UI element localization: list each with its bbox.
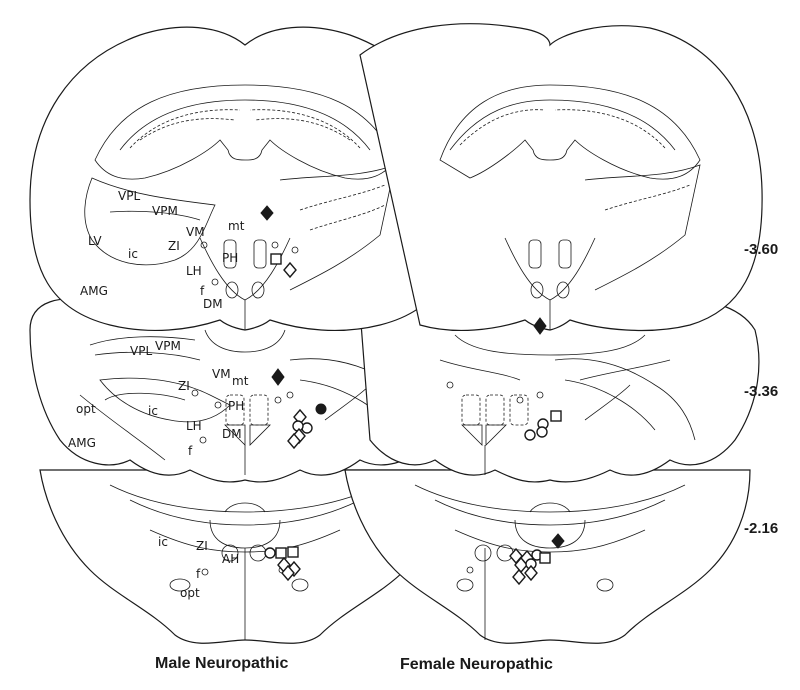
- open-circle-marker: [536, 426, 548, 438]
- labels-top: VPL VPM LV mt VM ic ZI PH LH f AMG DM: [80, 189, 245, 311]
- labels-bottom: ic ZI AH f opt: [158, 535, 239, 600]
- label-AMG: AMG: [80, 284, 108, 298]
- label-ZI: ZI: [196, 539, 208, 553]
- label-LH: LH: [186, 419, 202, 433]
- label-VM: VM: [212, 367, 231, 381]
- label-mt: mt: [232, 374, 249, 388]
- section-top-male: [29, 26, 461, 332]
- label-DM: DM: [222, 427, 242, 441]
- label-AMG: AMG: [68, 436, 96, 450]
- filled-diamond-marker: [533, 317, 547, 335]
- level-label-bottom: -2.16: [744, 520, 779, 537]
- section-middle-male: [29, 297, 457, 483]
- label-ZI: ZI: [168, 239, 180, 253]
- label-VM: VM: [186, 225, 205, 239]
- open-square-marker: [287, 546, 299, 558]
- open-diamond-marker: [512, 568, 526, 586]
- label-VPL: VPL: [118, 189, 140, 203]
- open-square-marker: [539, 552, 551, 564]
- label-mt: mt: [228, 219, 245, 233]
- open-circle-marker: [524, 429, 536, 441]
- open-square-marker: [275, 547, 287, 559]
- column-title-male: Male Neuropathic: [155, 655, 289, 672]
- filled-diamond-marker: [260, 205, 274, 221]
- label-PH: PH: [228, 399, 244, 413]
- open-circle-marker: [264, 547, 276, 559]
- filled-circle-marker: [315, 403, 327, 415]
- label-ic: ic: [158, 535, 168, 549]
- level-label-middle: -3.36: [744, 383, 779, 400]
- label-LV: LV: [88, 234, 102, 248]
- label-LH: LH: [186, 264, 202, 278]
- open-diamond-marker: [287, 432, 301, 450]
- filled-diamond-marker: [271, 368, 285, 386]
- markers-female: [509, 317, 565, 586]
- markers-male: [260, 205, 327, 582]
- open-diamond-marker: [283, 261, 297, 279]
- filled-diamond-marker: [551, 533, 565, 549]
- level-label-top: -3.60: [744, 241, 779, 258]
- open-circle-marker: [301, 422, 313, 434]
- label-VPM: VPM: [152, 204, 178, 218]
- open-square-marker: [550, 410, 562, 422]
- labels-middle: VPL VPM VM mt ZI PH opt ic LH DM AMG f: [68, 339, 249, 458]
- column-title-female: Female Neuropathic: [400, 656, 553, 673]
- label-DM: DM: [203, 297, 223, 311]
- label-AH: AH: [222, 552, 239, 566]
- label-opt: opt: [76, 402, 96, 416]
- label-f: f: [200, 284, 205, 298]
- label-f: f: [188, 444, 193, 458]
- label-opt: opt: [180, 586, 200, 600]
- label-PH: PH: [222, 251, 238, 265]
- open-square-marker: [270, 253, 282, 265]
- open-diamond-marker: [524, 564, 538, 582]
- label-VPM: VPM: [155, 339, 181, 353]
- label-VPL: VPL: [130, 344, 152, 358]
- label-f: f: [196, 567, 201, 581]
- section-top-female: [359, 23, 763, 332]
- label-ic: ic: [148, 404, 158, 418]
- open-diamond-marker: [281, 564, 295, 582]
- label-ic: ic: [128, 247, 138, 261]
- label-ZI: ZI: [178, 379, 190, 393]
